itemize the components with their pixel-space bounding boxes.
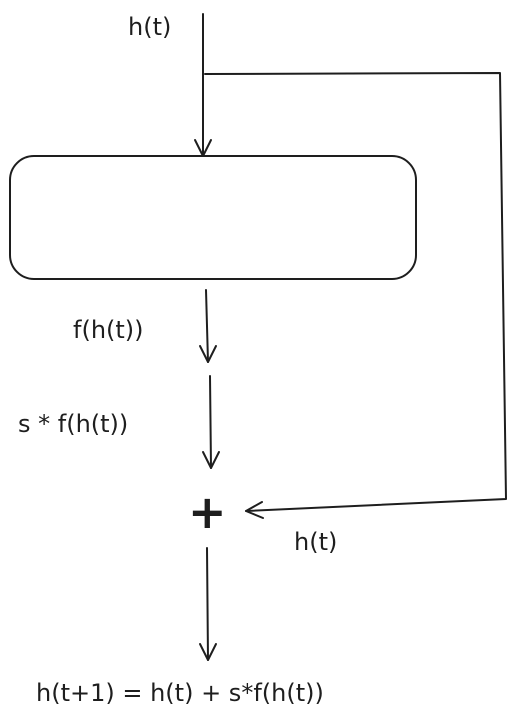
scaled-output-arrow	[202, 375, 220, 469]
input-label: h(t)	[128, 13, 171, 41]
skip-input-label: h(t)	[294, 528, 337, 556]
result-equation: h(t+1) = h(t) + s*f(h(t))	[36, 679, 324, 707]
block-output-arrow	[199, 289, 217, 363]
skip-connection	[204, 72, 507, 512]
scaled-output-label: s * f(h(t))	[18, 410, 128, 438]
input-arrow	[194, 13, 212, 157]
result-arrow	[199, 547, 217, 661]
skip-arrowhead	[245, 501, 264, 519]
add-operator-icon: +	[188, 485, 227, 539]
block-output-label: f(h(t))	[73, 316, 144, 344]
function-block	[9, 155, 417, 280]
